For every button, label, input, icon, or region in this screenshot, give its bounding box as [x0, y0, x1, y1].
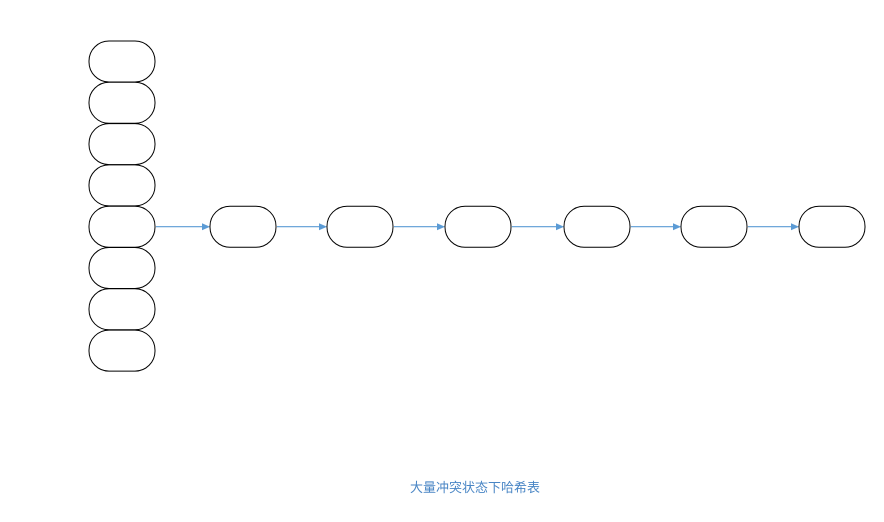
bucket-node-7: [88, 288, 156, 331]
chain-arrow-1-head: [202, 223, 210, 231]
bucket-column: [88, 40, 156, 372]
chain-node-5: [680, 205, 748, 248]
bucket-node-1: [88, 40, 156, 83]
chain-arrow-5-head: [673, 223, 681, 231]
chain-arrow-3: [394, 223, 445, 231]
chain-arrow-5: [631, 223, 681, 231]
chain-arrow-6: [748, 223, 799, 231]
chain-arrow-2-head: [319, 223, 327, 231]
chain-node-6: [798, 205, 866, 248]
chain-arrow-6-head: [791, 223, 799, 231]
chain-node-2: [326, 205, 394, 248]
chain-node-4: [563, 205, 631, 248]
chain-arrow-2: [277, 223, 327, 231]
chain-node-3: [444, 205, 512, 248]
bucket-node-8: [88, 329, 156, 372]
chain-arrow-3-head: [437, 223, 445, 231]
diagram-caption: 大量冲突状态下哈希表: [409, 481, 540, 496]
chain-arrow-4: [512, 223, 564, 231]
chain-node-1: [209, 205, 277, 248]
bucket-node-6: [88, 247, 156, 289]
bucket-node-4: [88, 164, 156, 207]
bucket-node-5: [88, 205, 156, 248]
bucket-node-2: [88, 81, 156, 124]
bucket-node-3: [88, 123, 156, 166]
chain-arrows: [156, 223, 799, 231]
collision-chain: [209, 205, 866, 248]
chain-arrow-1: [156, 223, 210, 231]
chain-arrow-4-head: [556, 223, 564, 231]
